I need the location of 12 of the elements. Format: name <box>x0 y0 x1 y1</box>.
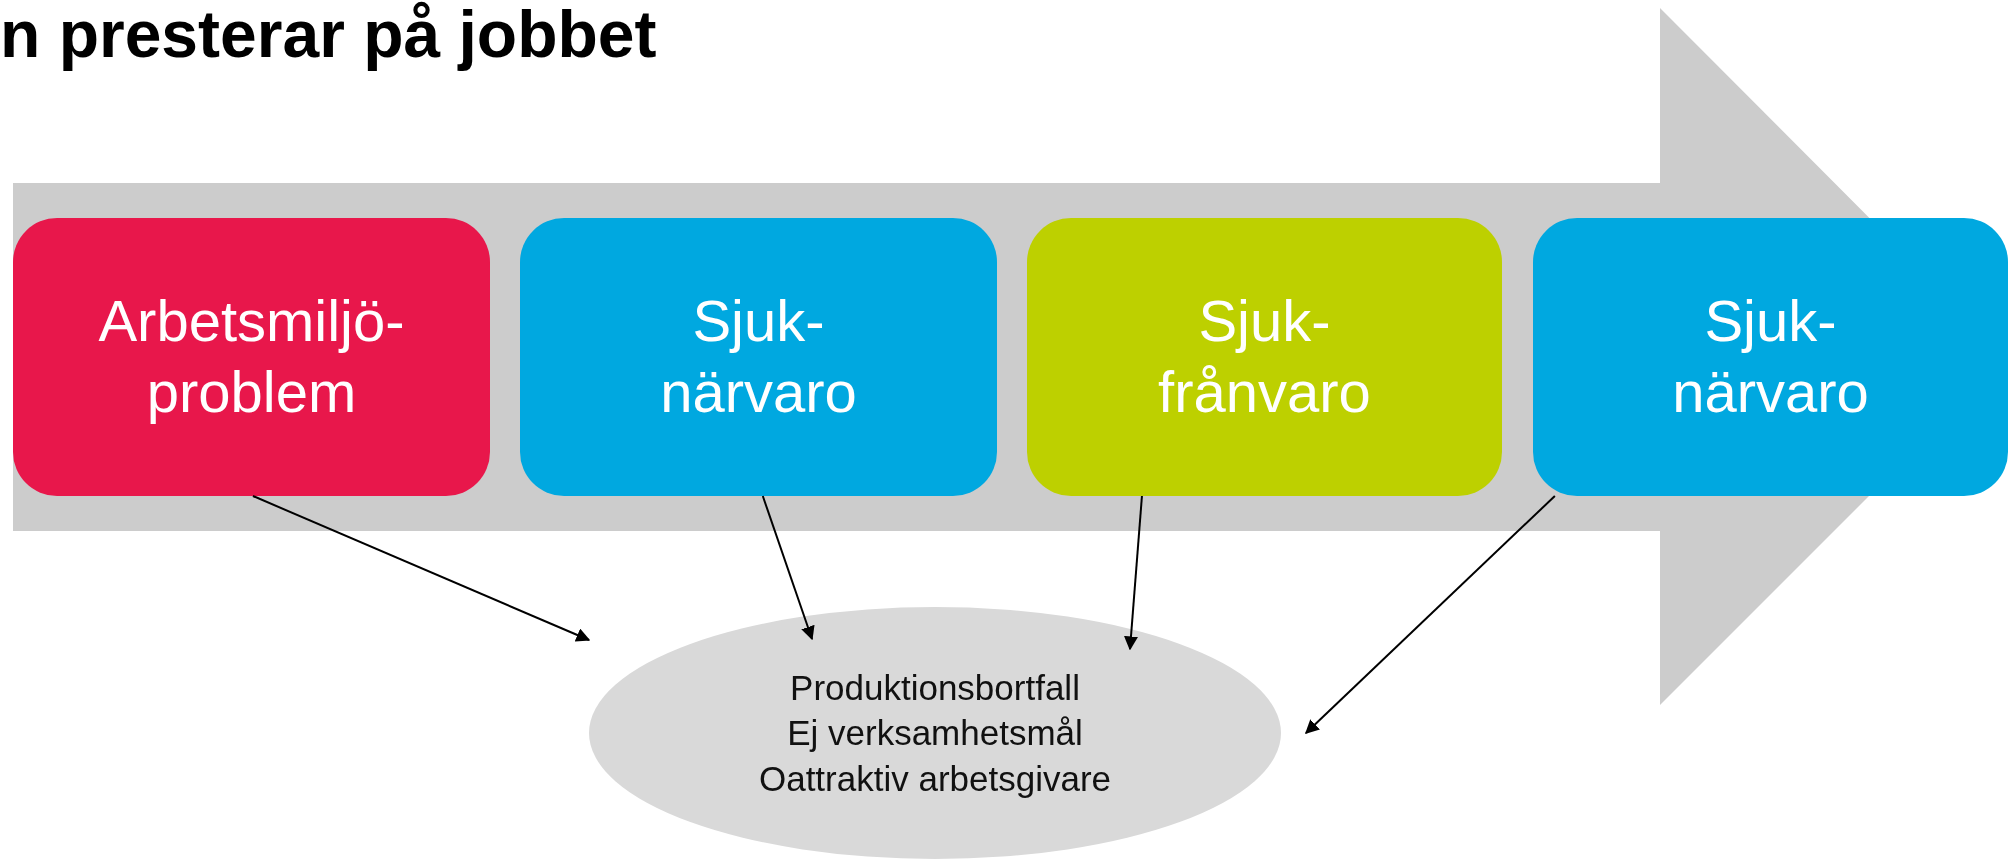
arrow <box>1124 495 1143 651</box>
arrow <box>1305 495 1556 734</box>
outcome-text: Oattraktiv arbetsgivare <box>758 757 1112 800</box>
stage-box: Sjuk- närvaro <box>1533 218 2008 496</box>
stage-box: Sjuk- närvaro <box>520 218 997 496</box>
arrow <box>251 495 591 642</box>
stage-box: Sjuk- frånvaro <box>1027 218 1502 496</box>
outcome-text: Produktionsbortfall <box>790 666 1080 709</box>
arrow <box>761 495 815 641</box>
stage-box: Arbetsmiljö- problem <box>13 218 490 496</box>
title: n presterar på jobbet <box>0 0 657 72</box>
outcome-text: Ej verksamhetsmål <box>787 712 1083 755</box>
